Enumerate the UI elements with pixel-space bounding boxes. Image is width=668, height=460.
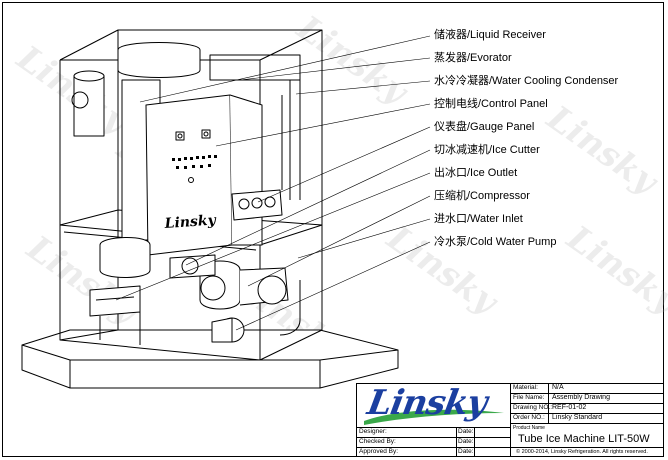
logo-wordmark: Linsky xyxy=(364,383,490,423)
callout-label: 进水口/Water Inlet xyxy=(434,213,523,225)
date-field-label: Date: xyxy=(458,448,474,455)
date-field-label: Date: xyxy=(458,438,474,445)
signature-field-label: Checked By: xyxy=(359,438,396,445)
title-block-field-label: Order NO.: xyxy=(513,414,545,421)
date-field-label: Date: xyxy=(458,428,474,435)
title-block-field-label: Drawing NO.: xyxy=(513,404,553,411)
title-block-field-value: Assembly Drawing xyxy=(552,394,610,401)
callout-label: 仪表盘/Gauge Panel xyxy=(434,121,535,133)
signature-field-label: Approved By: xyxy=(359,448,399,455)
callout-label: 压缩机/Compressor xyxy=(434,190,530,202)
callout-label: 控制电线/Control Panel xyxy=(434,98,548,110)
callout-label: 蒸发器/Evorator xyxy=(434,52,512,64)
title-block-field-label: File Name: xyxy=(513,394,545,401)
title-block-field-value: Linsky Standard xyxy=(552,414,603,421)
callout-label: 出冰口/Ice Outlet xyxy=(434,167,518,179)
product-name-label: Product Name xyxy=(513,425,545,431)
title-block-field-label: Material: xyxy=(513,384,538,391)
callout-label: 切冰减速机/Ice Cutter xyxy=(434,144,540,156)
callout-label: 储液器/Liquid Receiver xyxy=(434,29,546,41)
title-block: Linsky Material: N/A File Name: Assembly Dr… xyxy=(356,383,664,457)
copyright-notice: © 2000-2014, Linsky Refrigeration. All r… xyxy=(516,449,648,455)
logo-swoosh-icon xyxy=(364,409,504,425)
signature-field-label: Designer: xyxy=(359,428,387,435)
callout-label: 水冷冷凝器/Water Cooling Condenser xyxy=(434,75,619,87)
svg-text:Linsky: Linsky xyxy=(163,212,217,232)
product-name: Tube Ice Machine LIT-50W xyxy=(518,433,650,445)
title-block-field-value: REF-01-02 xyxy=(552,404,587,411)
title-block-field-value: N/A xyxy=(552,384,564,391)
title-block-logo: Linsky xyxy=(356,383,510,427)
callout-label: 冷水泵/Cold Water Pump xyxy=(434,236,557,248)
